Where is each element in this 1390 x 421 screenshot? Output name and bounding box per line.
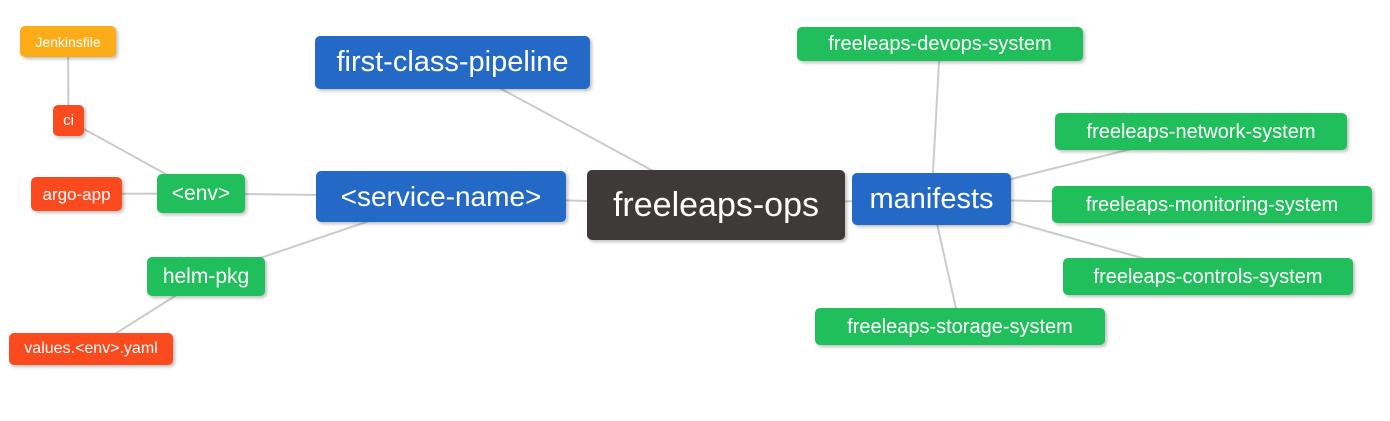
- node-network-system[interactable]: freeleaps-network-system: [1055, 113, 1347, 150]
- node-controls-system[interactable]: freeleaps-controls-system: [1063, 258, 1353, 295]
- node-env[interactable]: <env>: [157, 174, 245, 213]
- node-argo-app[interactable]: argo-app: [31, 177, 122, 211]
- node-service-name[interactable]: <service-name>: [316, 171, 566, 222]
- node-ci[interactable]: ci: [53, 105, 84, 136]
- node-manifests[interactable]: manifests: [852, 173, 1011, 225]
- node-devops-system[interactable]: freeleaps-devops-system: [797, 27, 1083, 61]
- node-freeleaps-ops[interactable]: freeleaps-ops: [587, 170, 845, 240]
- node-helm-pkg[interactable]: helm-pkg: [147, 257, 265, 296]
- node-storage-system[interactable]: freeleaps-storage-system: [815, 308, 1105, 345]
- node-first-class-pipeline[interactable]: first-class-pipeline: [315, 36, 590, 89]
- node-jenkinsfile[interactable]: Jenkinsfile: [20, 26, 116, 57]
- node-monitoring-system[interactable]: freeleaps-monitoring-system: [1052, 186, 1372, 223]
- node-values-env-yaml[interactable]: values.<env>.yaml: [9, 333, 173, 365]
